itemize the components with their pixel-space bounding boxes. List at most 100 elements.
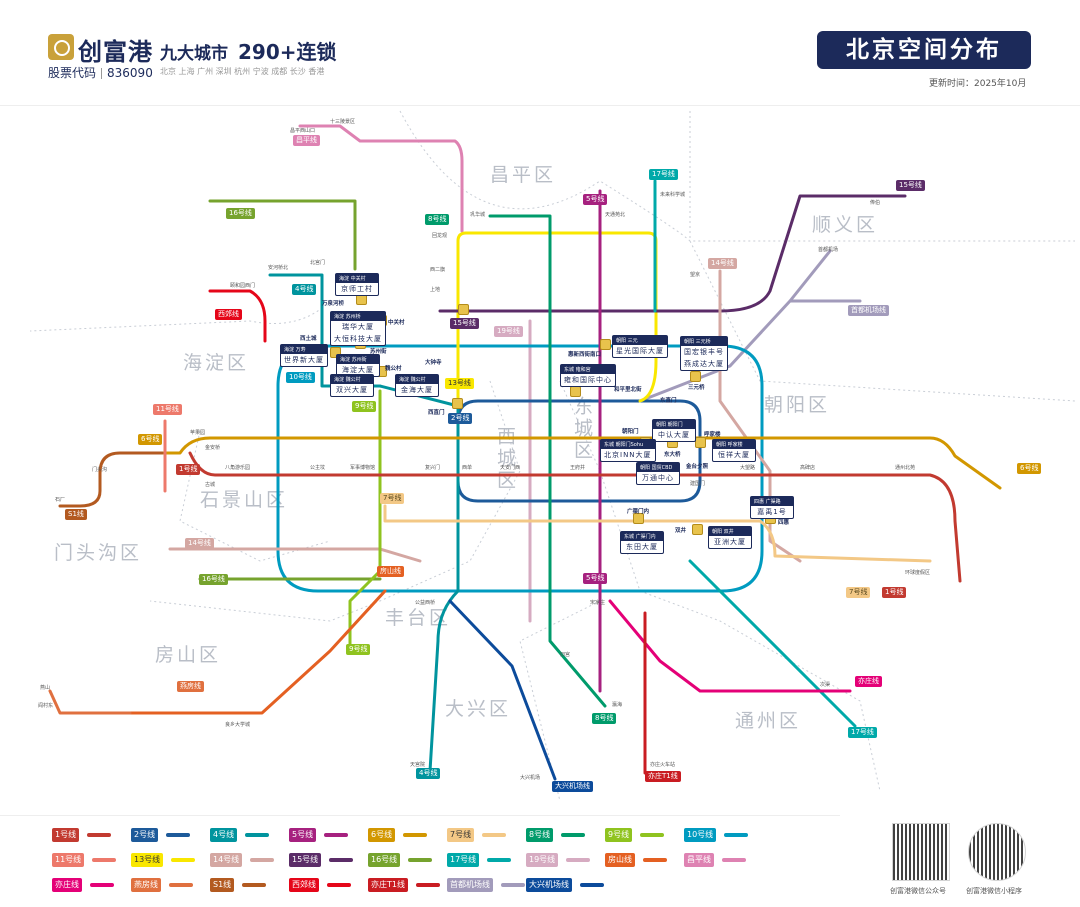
legend-line-swatch (482, 833, 507, 837)
legend-line-label: 16号线 (368, 853, 401, 867)
office-station-marker[interactable] (690, 371, 701, 382)
line-badge-7: 7号线 (380, 493, 405, 504)
legend-line-label: 17号线 (447, 853, 480, 867)
station-label: 天宫院 (410, 761, 425, 768)
legend-line-label: 房山线 (605, 853, 635, 867)
line-badge-daxing-airport: 大兴机场线 (552, 781, 593, 792)
legend-item: 1号线 (52, 828, 112, 842)
city-list: 北京 上海 广州 深圳 杭州 宁波 成都 长沙 香港 (160, 67, 325, 76)
district-chaoyang: 朝阳区 (764, 394, 830, 416)
qr-caption: 创富港微信小程序 (966, 887, 1022, 895)
legend-line-label: 亦庄T1线 (368, 878, 408, 892)
legend-item: 房山线 (605, 853, 667, 867)
station-label: 环球度假区 (905, 569, 930, 576)
line-badge-13: 13号线 (445, 378, 474, 389)
line-6 (148, 436, 1002, 490)
office-card[interactable]: 东城 雍和宫雍和国际中心 (560, 364, 616, 387)
station-labels: 十三陵景区 昌平西山口 巩华城 回龙观 上地 西二旗 安河桥北 北宫门 颐和园西… (38, 118, 930, 781)
line-badge-7-east: 7号线 (846, 587, 871, 598)
office-card[interactable]: 海淀 苏州桥瑞华大厦大恒科技大厦 (330, 311, 386, 346)
qr-caption: 创富港微信公众号 (890, 887, 946, 895)
office-card[interactable]: 朝阳 朝阳门中认大厦 (652, 419, 696, 442)
office-station-marker[interactable] (600, 339, 611, 350)
station-label: 首都机场 (818, 246, 838, 253)
office-station-marker[interactable] (695, 437, 706, 448)
legend-item: 首都机场线 (447, 878, 525, 892)
legend-item: S1线 (210, 878, 267, 892)
station-label: 复兴门 (425, 464, 440, 471)
office-station-marker[interactable] (633, 513, 644, 524)
station-label: 门头沟 (92, 466, 107, 473)
district-shijingshan: 石景山区 (200, 489, 288, 511)
district-xicheng: 西城区 (494, 426, 516, 492)
office-station-marker[interactable] (458, 304, 469, 315)
legend-item: 5号线 (289, 828, 349, 842)
legend-line-swatch (250, 858, 275, 862)
line-xijiao (208, 289, 267, 343)
key-station-label: 东直门 (660, 398, 677, 404)
key-station-label: 广渠门内 (627, 509, 650, 515)
line-badge-changping: 昌平线 (293, 135, 320, 146)
legend-item: 7号线 (447, 828, 507, 842)
key-station-label: 朝阳门 (622, 429, 639, 435)
station-label: 公益西桥 (415, 599, 435, 606)
legend-line-label: 亦庄线 (52, 878, 82, 892)
office-station-marker[interactable] (452, 398, 463, 409)
legend-item: 15号线 (289, 853, 354, 867)
line-9 (348, 389, 382, 648)
legend-line-swatch (643, 858, 667, 862)
station-label: 天安门西 (500, 464, 520, 471)
key-station-label: 四惠 (778, 520, 790, 526)
station-label: 未来科学城 (660, 191, 685, 198)
office-station-marker[interactable] (570, 386, 581, 397)
station-label: 大兴机场 (520, 774, 540, 781)
office-card[interactable]: 海淀 魏公村金海大厦 (395, 374, 439, 397)
line-badge-xijiao: 西郊线 (215, 309, 242, 320)
metro-map-svg: 昌平区 顺义区 海淀区 朝阳区 西城区 东城区 石景山区 门头沟区 丰台区 房山… (29, 110, 1076, 802)
office-card[interactable]: 四惠 广渠路嘉禹1号 (750, 496, 794, 519)
office-station-marker[interactable] (692, 524, 703, 535)
office-card[interactable]: 海淀 中关村京师工村 (335, 273, 379, 296)
line-17 (653, 179, 857, 728)
station-label: 大望路 (740, 464, 755, 471)
key-station-label: 万泉河桥 (322, 301, 345, 307)
office-card[interactable]: 朝阳 三元桥国宏银丰号燕成达大厦 (680, 336, 728, 371)
key-station-label: 三元桥 (688, 385, 705, 391)
legend-item: 2号线 (131, 828, 191, 842)
line-capital-airport (638, 249, 862, 403)
station-label: 军事博物馆 (350, 464, 375, 471)
office-card[interactable]: 朝阳 双井亚洲大厦 (708, 526, 752, 549)
metro-map[interactable]: 昌平区 顺义区 海淀区 朝阳区 西城区 东城区 石景山区 门头沟区 丰台区 房山… (0, 105, 1080, 805)
district-labels: 昌平区 顺义区 海淀区 朝阳区 西城区 东城区 石景山区 门头沟区 丰台区 房山… (54, 164, 875, 732)
legend-line-swatch (580, 883, 604, 887)
line-badge-15-east: 15号线 (896, 180, 925, 191)
legend-line-label: 大兴机场线 (526, 878, 572, 892)
station-label: 王府井 (570, 464, 585, 471)
legend-item: 8号线 (526, 828, 586, 842)
line-badge-yanfang: 燕房线 (177, 681, 204, 692)
office-card[interactable]: 朝阳 三元星光国际大厦 (612, 335, 668, 358)
legend-line-swatch (92, 858, 117, 862)
key-station-label: 呼家楼 (704, 432, 721, 438)
district-fengtai: 丰台区 (385, 607, 451, 629)
legend-line-swatch (724, 833, 749, 837)
legend-line-swatch (415, 883, 440, 887)
office-card[interactable]: 海淀 万寿世界新大厦 (280, 344, 328, 367)
office-card[interactable]: 朝阳 呼家楼恒祥大厦 (712, 439, 756, 462)
legend-item: 燕房线 (131, 878, 193, 892)
legend-line-label: 4号线 (210, 828, 238, 842)
office-card[interactable]: 海淀 魏公村双兴大厦 (330, 374, 374, 397)
office-card[interactable]: 东城 广渠门内东田大厦 (620, 531, 664, 554)
legend-line-label: 昌平线 (684, 853, 714, 867)
station-label: 高碑店 (800, 464, 815, 471)
station-label: 石厂 (55, 497, 65, 503)
key-station-label: 西土城 (300, 336, 317, 342)
legend-line-swatch (169, 883, 193, 887)
office-station-marker[interactable] (330, 347, 341, 358)
station-label: 北宫门 (310, 259, 325, 266)
station-label: 西单 (462, 464, 472, 471)
